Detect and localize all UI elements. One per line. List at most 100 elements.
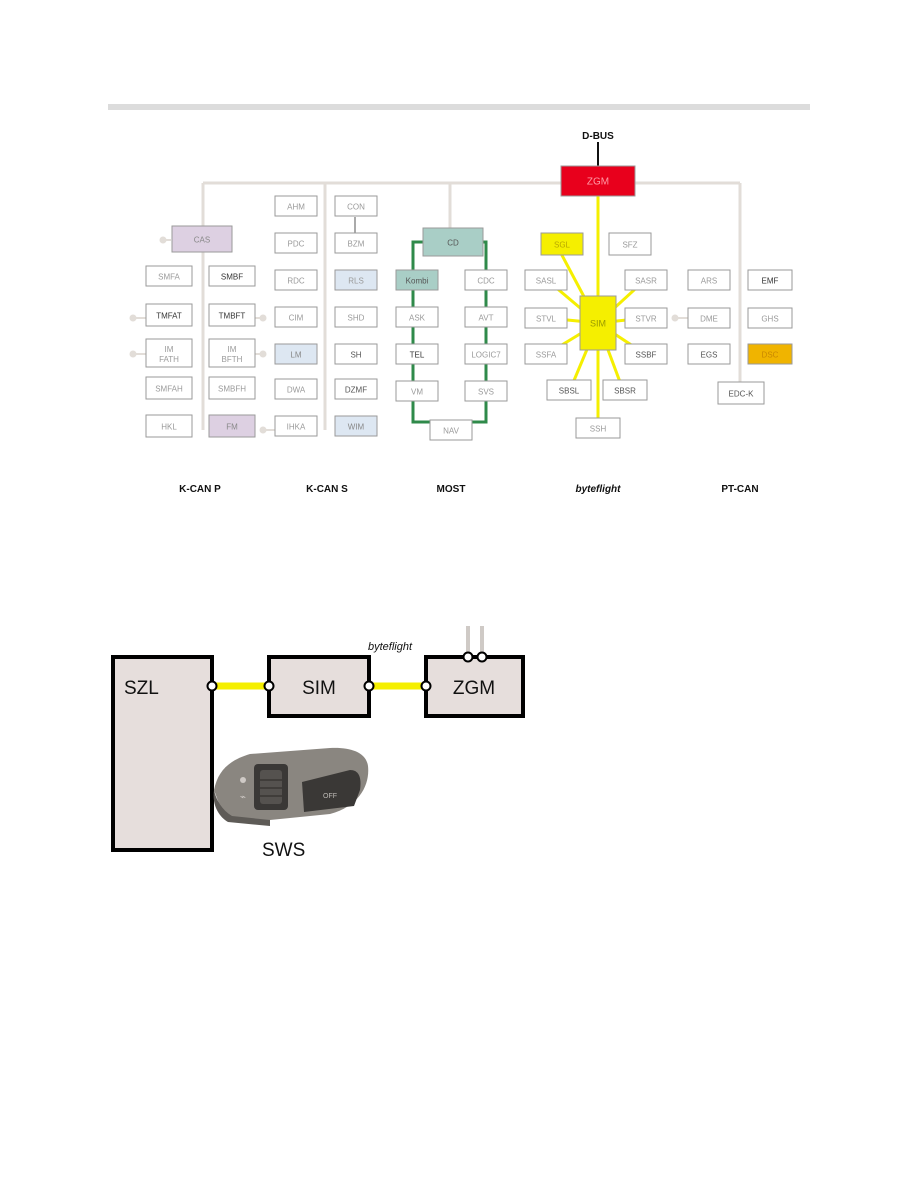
module-box-smfah xyxy=(145,376,193,400)
kcanp-stub-dot-left-1 xyxy=(129,314,137,322)
module-label-vm: VM xyxy=(411,388,423,397)
module-label-sgl: SGL xyxy=(554,241,571,250)
module-label-imbfth-0: IM xyxy=(228,345,237,354)
module-label-stvr: STVR xyxy=(635,315,657,324)
module-label-svs: SVS xyxy=(478,388,494,397)
zgm-box xyxy=(424,655,525,718)
bus-label-most: MOST xyxy=(437,484,466,495)
kcanp-stub-dot-left-2 xyxy=(129,350,137,358)
module-label-dzmf: DZMF xyxy=(345,386,367,395)
connector-zgm-top-left xyxy=(462,651,474,663)
byteflight-label: byteflight xyxy=(368,641,413,653)
module-label-zgm: ZGM xyxy=(587,177,609,188)
module-label-tmbft: TMBFT xyxy=(219,312,246,321)
module-label-ask: ASK xyxy=(409,314,426,323)
module-hkl: HKL xyxy=(145,414,193,438)
module-label-imfath-1: FATH xyxy=(159,355,179,364)
module-box-fm xyxy=(208,414,256,438)
connector-sim-right xyxy=(363,680,375,692)
module-label-fm: FM xyxy=(226,423,238,432)
module-label-imfath-0: IM xyxy=(165,345,174,354)
module-box-sbsr xyxy=(602,379,648,401)
module-box-dzmf xyxy=(334,378,378,400)
module-box-sasl xyxy=(524,269,568,291)
module-smfa: SMFA xyxy=(145,265,193,287)
module-box-stvl xyxy=(524,307,568,329)
module-ssfa: SSFA xyxy=(524,343,568,365)
module-box-sim xyxy=(579,295,617,351)
module-tel: TEL xyxy=(395,343,439,365)
module-dzmf: DZMF xyxy=(334,378,378,400)
module-tmfat: TMFAT xyxy=(145,303,193,327)
module-label-tel: TEL xyxy=(410,351,425,360)
module-box-sbsl xyxy=(546,379,592,401)
module-fm: FM xyxy=(208,414,256,438)
bus-label-ptcan: PT-CAN xyxy=(721,484,758,495)
module-label-kombi: Kombi xyxy=(406,277,429,286)
module-label-smbfh: SMBFH xyxy=(218,385,246,394)
module-label-ssbf: SSBF xyxy=(636,351,657,360)
module-ihka: IHKA xyxy=(274,415,318,437)
module-box-dwa xyxy=(274,378,318,400)
module-box-ssh xyxy=(575,417,621,439)
kcanp-stub-dot-right-1 xyxy=(259,350,267,358)
module-label-rls: RLS xyxy=(348,277,364,286)
svg-text:⌁: ⌁ xyxy=(240,792,246,803)
sws-switch-image: OFF ⌁ xyxy=(213,747,369,826)
module-sfz: SFZ xyxy=(608,232,652,256)
module-label-sh: SH xyxy=(350,351,361,360)
module-label-stvl: STVL xyxy=(536,315,557,324)
sim-box-label: SIM xyxy=(302,678,336,699)
module-vm: VM xyxy=(395,380,439,402)
module-box-cd xyxy=(422,227,484,257)
module-ars: ARS xyxy=(687,269,731,291)
module-box-emf xyxy=(747,269,793,291)
module-box-tmfat xyxy=(145,303,193,327)
module-box-sasr xyxy=(624,269,668,291)
module-sbsr: SBSR xyxy=(602,379,648,401)
module-lm: LM xyxy=(274,343,318,365)
module-box-sh xyxy=(334,343,378,365)
module-label-imbfth-1: BFTH xyxy=(222,355,243,364)
module-box-edck xyxy=(717,381,765,405)
module-box-tmbft xyxy=(208,303,256,327)
module-label-sim: SIM xyxy=(590,319,606,329)
module-dwa: DWA xyxy=(274,378,318,400)
module-logic7: LOGIC7 xyxy=(464,343,508,365)
module-label-egs: EGS xyxy=(701,351,718,360)
module-label-cim: CIM xyxy=(289,314,304,323)
sws-off-label: OFF xyxy=(323,793,337,800)
module-smbf: SMBF xyxy=(208,265,256,287)
module-box-kombi xyxy=(395,269,439,291)
module-box-sfz xyxy=(608,232,652,256)
kcanp-stub-dot-left-0 xyxy=(159,236,167,244)
dbus-label: D-BUS xyxy=(582,131,614,142)
module-cim: CIM xyxy=(274,306,318,328)
module-label-rdc: RDC xyxy=(287,277,305,286)
module-label-ars: ARS xyxy=(701,277,717,286)
module-label-pdc: PDC xyxy=(288,240,305,249)
module-label-avt: AVT xyxy=(479,314,494,323)
module-ahm: AHM xyxy=(274,195,318,217)
module-box-logic7 xyxy=(464,343,508,365)
module-box-cim xyxy=(274,306,318,328)
kcanp-stub-dot-right-0 xyxy=(259,314,267,322)
module-label-con: CON xyxy=(347,203,365,212)
module-con: CON xyxy=(334,195,378,217)
module-box-nav xyxy=(429,419,473,441)
module-label-sbsl: SBSL xyxy=(559,387,580,396)
module-box-svs xyxy=(464,380,508,402)
module-label-sasl: SASL xyxy=(536,277,557,286)
module-cd: CD xyxy=(422,227,484,257)
module-label-emf: EMF xyxy=(762,277,779,286)
module-label-dwa: DWA xyxy=(287,386,306,395)
module-tmbft: TMBFT xyxy=(208,303,256,327)
module-box-cas xyxy=(171,225,233,253)
module-box-stvr xyxy=(624,307,668,329)
module-dme: DME xyxy=(687,307,731,329)
module-sasl: SASL xyxy=(524,269,568,291)
connector-zgm-left xyxy=(420,680,432,692)
connector-sim-left xyxy=(263,680,275,692)
